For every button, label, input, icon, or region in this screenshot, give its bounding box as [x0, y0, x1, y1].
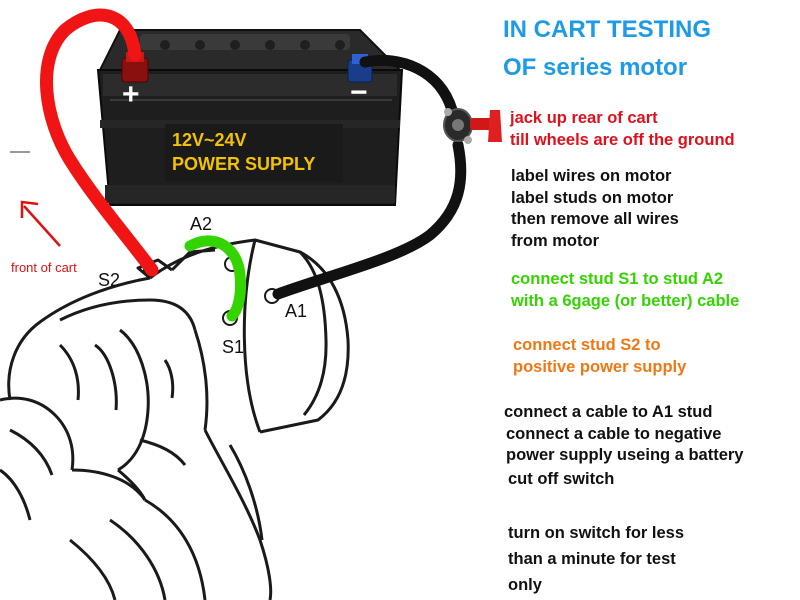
page-title: IN CART TESTING OF series motor	[503, 16, 711, 82]
step-line: connect a cable to negative	[504, 424, 743, 446]
step-line: with a 6gage (or better) cable	[511, 291, 739, 313]
battery-label: 12V~24V POWER SUPPLY	[172, 128, 315, 176]
step-line: positive power supply	[513, 357, 686, 379]
negative-sign: −	[350, 76, 368, 110]
step-line: label studs on motor	[511, 188, 679, 210]
label-s2: S2	[98, 270, 120, 291]
step-connect-a1: connect a cable to A1 stud connect a cab…	[504, 402, 743, 490]
battery	[98, 30, 402, 205]
battery-cutoff-switch	[444, 108, 502, 144]
step-line: connect stud S2 to	[513, 335, 686, 357]
step-line: only	[508, 572, 684, 598]
front-arrow	[22, 202, 60, 246]
step-jack-up: jack up rear of cart till wheels are off…	[510, 108, 735, 151]
label-a1: A1	[285, 301, 307, 322]
step-line: cut off switch	[504, 469, 743, 491]
step-line: till wheels are off the ground	[510, 130, 735, 152]
title-line2: OF series motor	[503, 54, 711, 82]
step-line: than a minute for test	[508, 546, 684, 572]
step-line: jack up rear of cart	[510, 108, 735, 130]
step-turn-on: turn on switch for less than a minute fo…	[508, 520, 684, 598]
label-s1: S1	[222, 337, 244, 358]
series-motor-drawing	[0, 240, 348, 600]
label-a2: A2	[190, 214, 212, 235]
battery-label-line1: 12V~24V	[172, 128, 315, 152]
step-line: label wires on motor	[511, 166, 679, 188]
step-line: then remove all wires	[511, 209, 679, 231]
step-line: power supply useing a battery	[504, 445, 743, 467]
step-line: connect a cable to A1 stud	[504, 402, 743, 424]
step-connect-s2: connect stud S2 to positive power supply	[513, 335, 686, 378]
step-line: turn on switch for less	[508, 520, 684, 546]
front-of-cart-label: front of cart	[11, 260, 77, 275]
step-connect-s1: connect stud S1 to stud A2 with a 6gage …	[511, 269, 739, 312]
title-line1: IN CART TESTING	[503, 16, 711, 44]
positive-sign: +	[122, 78, 140, 112]
battery-label-line2: POWER SUPPLY	[172, 152, 315, 176]
step-label-wires: label wires on motor label studs on moto…	[511, 166, 679, 252]
step-line: connect stud S1 to stud A2	[511, 269, 739, 291]
step-line: from motor	[511, 231, 679, 253]
